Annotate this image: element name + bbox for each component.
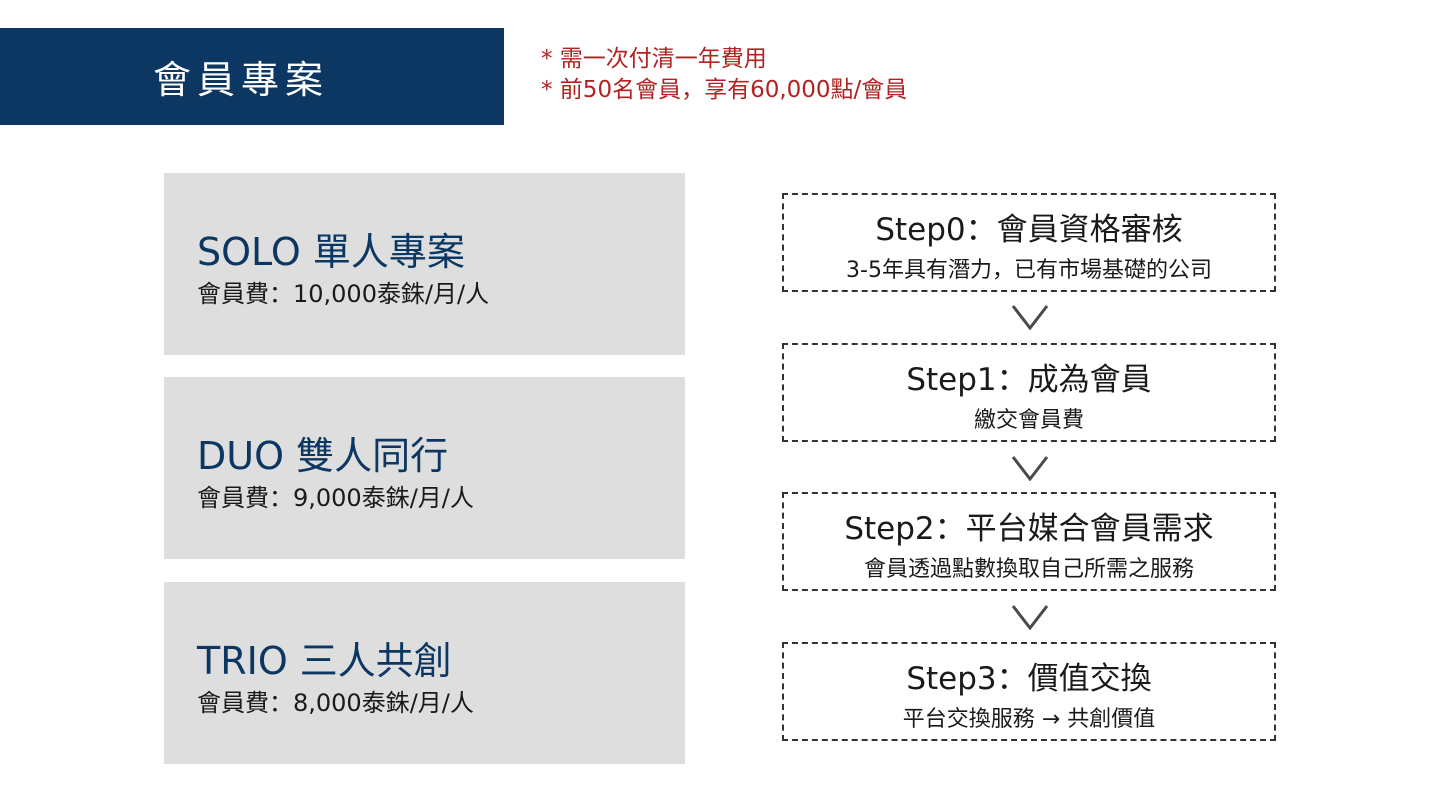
- step-title: Step1：成為會員: [906, 362, 1152, 398]
- step-3-box: Step3：價值交換 平台交換服務 → 共創價值: [782, 642, 1276, 741]
- step-2-box: Step2：平台媒合會員需求 會員透過點數換取自己所需之服務: [782, 492, 1276, 591]
- step-title: Step2：平台媒合會員需求: [844, 511, 1214, 547]
- chevron-down-icon: [1011, 305, 1049, 330]
- step-1-box: Step1：成為會員 繳交會員費: [782, 343, 1276, 442]
- note-bonus-points: * 前50名會員，享有60,000點/會員: [541, 77, 908, 103]
- plan-name: DUO 雙人同行: [197, 434, 449, 478]
- plan-card-solo: SOLO 單人專案 會員費：10,000泰銖/月/人: [164, 173, 685, 355]
- note-payment: * 需一次付清一年費用: [541, 46, 767, 72]
- plan-fee: 會員費：9,000泰銖/月/人: [197, 484, 474, 512]
- step-description: 會員透過點數換取自己所需之服務: [863, 557, 1194, 582]
- plan-name: TRIO 三人共創: [197, 639, 452, 683]
- notes: * 需一次付清一年費用 * 前50名會員，享有60,000點/會員: [541, 44, 907, 106]
- plan-fee: 會員費：10,000泰銖/月/人: [197, 280, 490, 308]
- step-title: Step3：價值交換: [906, 661, 1152, 697]
- step-description: 繳交會員費: [973, 408, 1084, 433]
- plan-fee: 會員費：8,000泰銖/月/人: [197, 689, 474, 717]
- plan-name: SOLO 單人專案: [197, 230, 465, 274]
- chevron-down-icon: [1011, 456, 1049, 481]
- page-title: 會員專案: [153, 58, 330, 102]
- chevron-down-icon: [1011, 605, 1049, 630]
- step-description: 平台交換服務 → 共創價值: [902, 707, 1156, 732]
- plan-card-duo: DUO 雙人同行 會員費：9,000泰銖/月/人: [164, 377, 685, 559]
- step-title: Step0：會員資格審核: [875, 212, 1183, 248]
- step-description: 3-5年具有潛力，已有市場基礎的公司: [846, 258, 1212, 283]
- step-0-box: Step0：會員資格審核 3-5年具有潛力，已有市場基礎的公司: [782, 193, 1276, 292]
- title-banner: 會員專案: [0, 28, 504, 125]
- plan-card-trio: TRIO 三人共創 會員費：8,000泰銖/月/人: [164, 582, 685, 764]
